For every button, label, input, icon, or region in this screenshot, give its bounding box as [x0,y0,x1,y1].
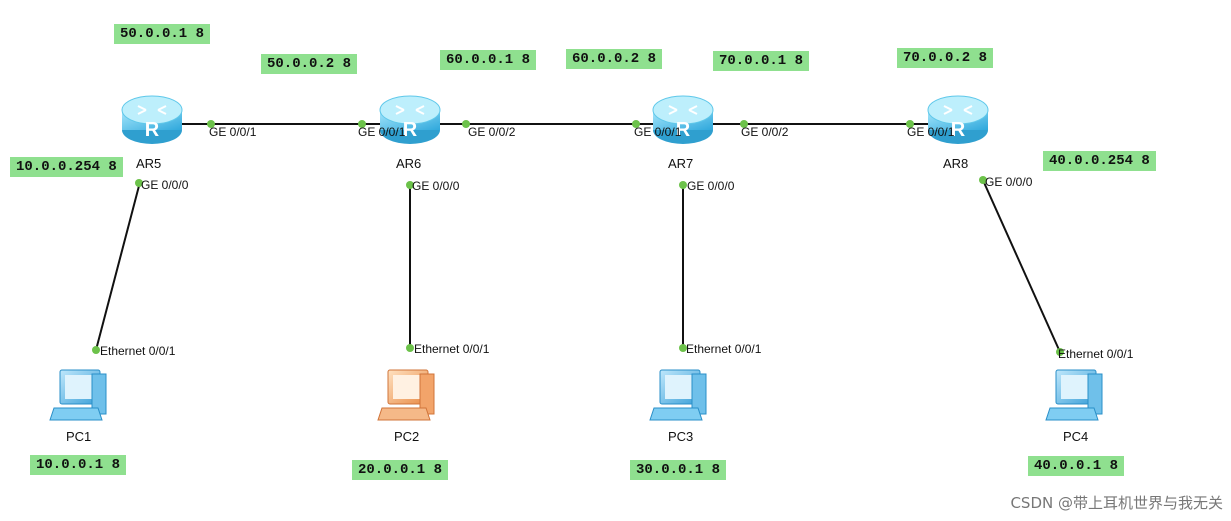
ip-label-ar6-g001: 50.0.0.2 8 [261,54,358,74]
device-name-ar5: AR5 [136,156,162,171]
ip-label-pc1: 10.0.0.1 8 [30,455,127,475]
ip-label-ar5-g001: 50.0.0.1 8 [114,24,211,44]
port-label-ar7-ge002: GE 0/0/2 [741,125,789,139]
port-label-ar8-ge000: GE 0/0/0 [985,175,1033,189]
ip-label-ar8-g001: 70.0.0.2 8 [897,48,994,68]
port-label-ar6-ge002: GE 0/0/2 [468,125,516,139]
pc-icon-pc2[interactable] [377,369,435,421]
port-label-pc3-eth: Ethernet 0/0/1 [686,342,762,356]
port-label-ar8-ge001: GE 0/0/1 [907,125,955,139]
device-name-ar8: AR8 [943,156,969,171]
device-name-ar6: AR6 [396,156,422,171]
pc-icon-pc4[interactable] [1045,369,1103,421]
pc-icon-pc3[interactable] [649,369,707,421]
ip-label-pc4: 40.0.0.1 8 [1028,456,1125,476]
port-label-ar6-ge000: GE 0/0/0 [412,179,460,193]
ip-label-pc2: 20.0.0.1 8 [352,460,449,480]
ip-label-ar8-g000: 40.0.0.254 8 [1043,151,1156,171]
port-label-ar5-ge001: GE 0/0/1 [209,125,257,139]
device-name-pc1: PC1 [66,429,92,444]
ip-label-ar7-g002: 70.0.0.1 8 [713,51,810,71]
device-name-pc4: PC4 [1063,429,1089,444]
ip-label-ar7-g001: 60.0.0.2 8 [566,49,663,69]
watermark: CSDN @带上耳机世界与我无关 [1010,494,1223,512]
ip-label-pc3: 30.0.0.1 8 [630,460,727,480]
device-name-ar7: AR7 [668,156,694,171]
router-icon-ar5[interactable] [121,95,183,145]
pc-icon-pc1[interactable] [49,369,107,421]
link-ar8-pc4 [981,177,1061,353]
ip-label-ar5-g000: 10.0.0.254 8 [10,157,123,177]
port-label-ar6-ge001: GE 0/0/1 [358,125,406,139]
port-label-ar7-ge001: GE 0/0/1 [634,125,682,139]
port-label-pc1-eth: Ethernet 0/0/1 [100,344,176,358]
device-name-pc3: PC3 [668,429,694,444]
port-label-ar5-ge000: GE 0/0/0 [141,178,189,192]
device-name-pc2: PC2 [394,429,420,444]
port-dots [92,120,1064,356]
port-label-pc4-eth: Ethernet 0/0/1 [1058,347,1134,361]
port-label-ar7-ge000: GE 0/0/0 [687,179,735,193]
link-ar5-pc1 [95,181,141,351]
ip-label-ar6-g002: 60.0.0.1 8 [440,50,537,70]
port-label-pc2-eth: Ethernet 0/0/1 [414,342,490,356]
